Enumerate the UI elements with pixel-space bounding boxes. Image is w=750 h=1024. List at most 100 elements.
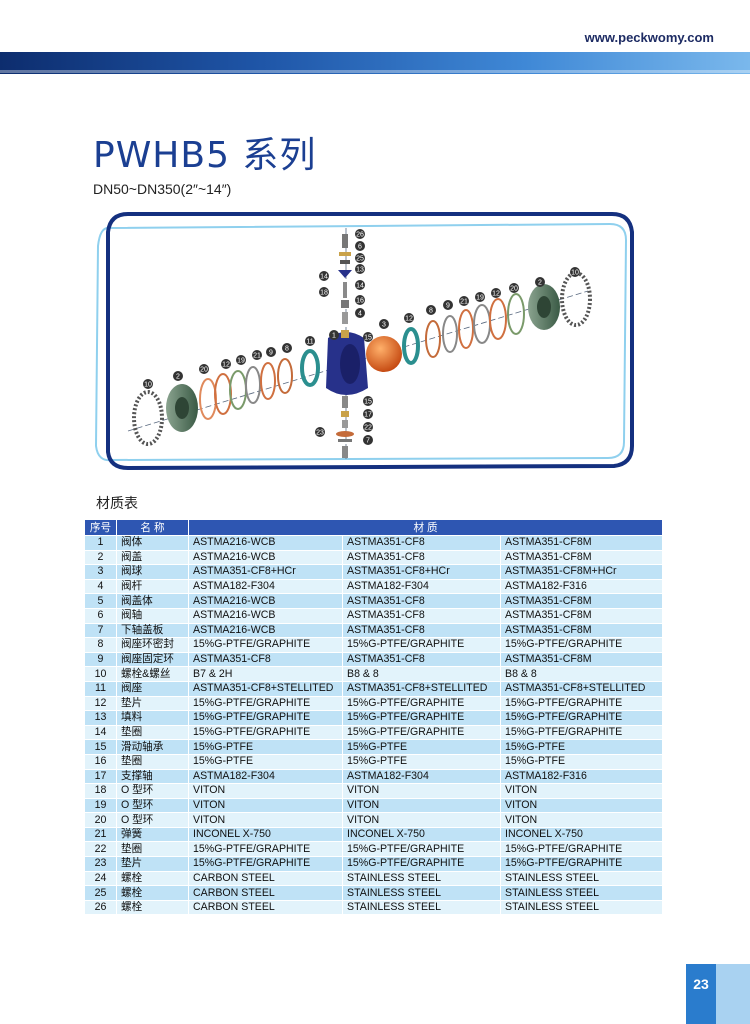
ball bbox=[366, 336, 402, 372]
cell-no: 8 bbox=[84, 637, 117, 653]
callout: 21 bbox=[460, 299, 468, 306]
callout: 9 bbox=[446, 303, 450, 310]
cell-name: 阀座固定环 bbox=[116, 651, 189, 668]
page-number-tab bbox=[716, 964, 750, 1024]
cell-m1: B7 & 2H bbox=[188, 666, 343, 682]
cell-m3: 15%G-PTFE bbox=[499, 753, 664, 770]
cell-m2: VITON bbox=[342, 797, 501, 814]
cell-m2: VITON bbox=[342, 812, 501, 828]
exploded-view-diagram: 26 6 25 13 14 14 18 16 4 1 15 3 2 10 12 … bbox=[94, 212, 634, 471]
callout: 17 bbox=[364, 412, 372, 419]
cell-m2: ASTMA182-F304 bbox=[342, 768, 501, 785]
cell-m3: STAINLESS STEEL bbox=[499, 899, 664, 916]
cell-no: 23 bbox=[84, 856, 117, 872]
callout: 9 bbox=[269, 350, 273, 357]
cell-m1: ASTMA216-WCB bbox=[188, 622, 343, 639]
diagram-frame-light bbox=[94, 222, 628, 462]
callout: 12 bbox=[405, 316, 413, 323]
callout: 25 bbox=[356, 256, 364, 263]
cell-name: 支撑轴 bbox=[116, 768, 189, 785]
diagram-frame-dark bbox=[106, 212, 634, 471]
callout: 18 bbox=[320, 290, 328, 297]
cell-m2: B8 & 8 bbox=[342, 666, 501, 682]
cell-m2: 15%G-PTFE bbox=[342, 753, 501, 770]
cell-m1: VITON bbox=[188, 783, 343, 799]
cell-m1: CARBON STEEL bbox=[188, 899, 343, 916]
cell-m1: INCONEL X-750 bbox=[188, 826, 343, 843]
callout: 21 bbox=[253, 353, 261, 360]
cell-name: 螺栓 bbox=[116, 885, 189, 901]
cell-m2: 15%G-PTFE/GRAPHITE bbox=[342, 695, 501, 712]
cell-name: 垫圈 bbox=[116, 841, 189, 858]
cell-no: 7 bbox=[84, 622, 117, 639]
cell-m3: ASTMA351-CF8M bbox=[499, 651, 664, 668]
callout: 10 bbox=[571, 270, 579, 277]
callout: 10 bbox=[144, 382, 152, 389]
header-name: 名 称 bbox=[116, 519, 189, 536]
cell-m3: 15%G-PTFE/GRAPHITE bbox=[499, 724, 664, 741]
cell-m3: 15%G-PTFE/GRAPHITE bbox=[499, 856, 664, 872]
cell-m3: VITON bbox=[499, 783, 664, 799]
cell-name: 螺栓 bbox=[116, 899, 189, 916]
header-material: 材 质 bbox=[187, 519, 664, 536]
cell-no: 17 bbox=[84, 768, 117, 785]
cell-m1: ASTMA216-WCB bbox=[188, 549, 343, 566]
cell-no: 26 bbox=[84, 899, 117, 916]
callout: 14 bbox=[356, 283, 364, 290]
cell-name: 螺栓 bbox=[116, 870, 189, 887]
cell-m3: STAINLESS STEEL bbox=[499, 885, 664, 901]
cell-no: 15 bbox=[84, 739, 117, 755]
cell-m2: STAINLESS STEEL bbox=[342, 885, 501, 901]
cell-m3: ASTMA351-CF8M bbox=[499, 535, 664, 551]
cell-m2: ASTMA182-F304 bbox=[342, 578, 501, 595]
cell-no: 22 bbox=[84, 841, 117, 858]
callout: 14 bbox=[320, 274, 328, 281]
cell-m1: ASTMA216-WCB bbox=[188, 607, 343, 624]
cell-m1: 15%G-PTFE/GRAPHITE bbox=[188, 710, 343, 726]
cell-m2: 15%G-PTFE/GRAPHITE bbox=[342, 724, 501, 741]
callout: 26 bbox=[356, 232, 364, 239]
cell-name: 滑动轴承 bbox=[116, 739, 189, 755]
cell-m2: INCONEL X-750 bbox=[342, 826, 501, 843]
size-range: DN50~DN350(2″~14″) bbox=[93, 181, 232, 197]
cell-no: 11 bbox=[84, 680, 117, 697]
cell-no: 14 bbox=[84, 724, 117, 741]
cell-m1: 15%G-PTFE/GRAPHITE bbox=[188, 856, 343, 872]
cell-m1: 15%G-PTFE/GRAPHITE bbox=[188, 637, 343, 653]
cell-m1: 15%G-PTFE/GRAPHITE bbox=[188, 695, 343, 712]
cell-m3: STAINLESS STEEL bbox=[499, 870, 664, 887]
cell-m1: ASTMA216-WCB bbox=[188, 593, 343, 609]
callout: 20 bbox=[510, 286, 518, 293]
callout: 15 bbox=[364, 399, 372, 406]
cell-m2: 15%G-PTFE/GRAPHITE bbox=[342, 710, 501, 726]
cell-m3: ASTMA351-CF8+STELLITED bbox=[499, 680, 664, 697]
callout: 16 bbox=[356, 298, 364, 305]
cell-name: 阀球 bbox=[116, 564, 189, 580]
cell-m3: 15%G-PTFE bbox=[499, 739, 664, 755]
callout: 1 bbox=[332, 333, 336, 340]
page-title: PWHB5 系列 bbox=[93, 135, 317, 176]
cell-m1: ASTMA351-CF8+STELLITED bbox=[188, 680, 343, 697]
callout: 19 bbox=[476, 295, 484, 302]
cell-m1: 15%G-PTFE bbox=[188, 753, 343, 770]
cell-name: 阀座 bbox=[116, 680, 189, 697]
cell-m2: 15%G-PTFE/GRAPHITE bbox=[342, 856, 501, 872]
cell-m2: ASTMA351-CF8 bbox=[342, 622, 501, 639]
cell-name: O 型环 bbox=[116, 783, 189, 799]
page-number: 23 bbox=[686, 964, 716, 1024]
cell-m3: 15%G-PTFE/GRAPHITE bbox=[499, 710, 664, 726]
website-url[interactable]: www.peckwomy.com bbox=[584, 30, 714, 45]
